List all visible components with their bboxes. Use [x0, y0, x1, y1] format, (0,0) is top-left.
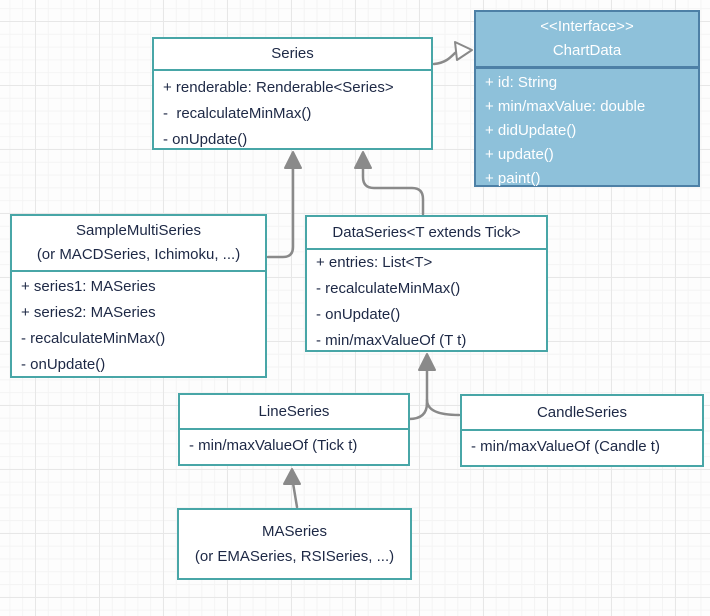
member-line: + id: String: [485, 74, 558, 91]
connector-candleseries-to-dataseries[interactable]: [425, 398, 461, 417]
connector-lineseries-to-dataseries[interactable]: [407, 401, 429, 421]
member-line: - onUpdate(): [163, 131, 248, 148]
arrowhead-series-left: [284, 151, 302, 169]
class-box-samplemultiseries[interactable]: SampleMultiSeries (or MACDSeries, Ichimo…: [10, 214, 267, 378]
member-line: - recalculateMinMax(): [316, 280, 461, 297]
member-line: - min/maxValueOf (T t): [316, 332, 467, 349]
class-title-samplemultiseries: SampleMultiSeries (or MACDSeries, Ichimo…: [12, 216, 265, 272]
class-name: MASeries: [261, 523, 328, 540]
class-members-samplemultiseries: + series1: MASeries + series2: MASeries …: [12, 272, 265, 378]
member-line: + entries: List<T>: [316, 254, 433, 271]
stereotype-label: <<Interface>>: [540, 18, 634, 35]
connector-dataseries-to-series[interactable]: [361, 165, 425, 216]
interface-title-chartdata: <<Interface>> ChartData: [476, 12, 698, 69]
member-line: + series1: MASeries: [21, 278, 156, 295]
class-box-lineseries[interactable]: LineSeries - min/maxValueOf (Tick t): [178, 393, 410, 466]
class-members-dataseries: + entries: List<T> - recalculateMinMax()…: [307, 250, 546, 354]
member-line: - min/maxValueOf (Tick t): [189, 437, 358, 454]
arrowhead-series-right: [354, 151, 372, 169]
connector-samplemultiseries-to-series[interactable]: [266, 165, 295, 259]
member-line: + renderable: Renderable<Series>: [163, 79, 394, 96]
class-title-candleseries: CandleSeries: [462, 396, 702, 431]
class-title-series: Series: [154, 39, 431, 71]
member-line: + didUpdate(): [485, 122, 577, 139]
member-line: + series2: MASeries: [21, 304, 156, 321]
member-line: - onUpdate(): [21, 356, 106, 373]
class-subtitle: (or MACDSeries, Ichimoku, ...): [36, 246, 241, 263]
class-name: LineSeries: [258, 402, 330, 420]
class-box-dataseries[interactable]: DataSeries<T extends Tick> + entries: Li…: [305, 215, 548, 352]
member-line: - min/maxValueOf (Candle t): [471, 438, 660, 455]
member-line: + min/maxValue: double: [485, 98, 646, 115]
member-line: - recalculateMinMax(): [163, 105, 312, 122]
class-members-candleseries: - min/maxValueOf (Candle t): [462, 431, 702, 460]
class-subtitle: (or EMASeries, RSISeries, ...): [194, 548, 395, 565]
interface-members-chartdata: + id: String + min/maxValue: double + di…: [476, 69, 698, 191]
member-line: - onUpdate(): [316, 306, 401, 323]
class-name: CandleSeries: [536, 403, 628, 421]
class-box-series[interactable]: Series + renderable: Renderable<Series> …: [152, 37, 433, 150]
class-name: ChartData: [552, 42, 622, 59]
arrowhead-dataseries: [418, 353, 436, 371]
class-name: DataSeries<T extends Tick>: [332, 223, 521, 241]
member-line: + paint(): [485, 170, 541, 187]
interface-box-chartdata[interactable]: <<Interface>> ChartData + id: String + m…: [474, 10, 700, 187]
class-box-candleseries[interactable]: CandleSeries - min/maxValueOf (Candle t): [460, 394, 704, 467]
member-line: - recalculateMinMax(): [21, 330, 166, 347]
class-box-maseries[interactable]: MASeries (or EMASeries, RSISeries, ...): [177, 508, 412, 580]
class-members-series: + renderable: Renderable<Series> - recal…: [154, 71, 431, 153]
member-line: + update(): [485, 146, 554, 163]
class-title-dataseries: DataSeries<T extends Tick>: [307, 217, 546, 250]
connector-series-to-chartdata[interactable]: [432, 51, 457, 66]
connector-maseries-to-lineseries[interactable]: [291, 481, 299, 509]
arrowhead-lineseries: [283, 468, 301, 485]
class-name: Series: [271, 45, 314, 62]
class-members-lineseries: - min/maxValueOf (Tick t): [180, 430, 408, 459]
class-name: SampleMultiSeries: [75, 222, 202, 239]
open-arrowhead-chartdata: [454, 41, 473, 61]
class-title-lineseries: LineSeries: [180, 395, 408, 430]
